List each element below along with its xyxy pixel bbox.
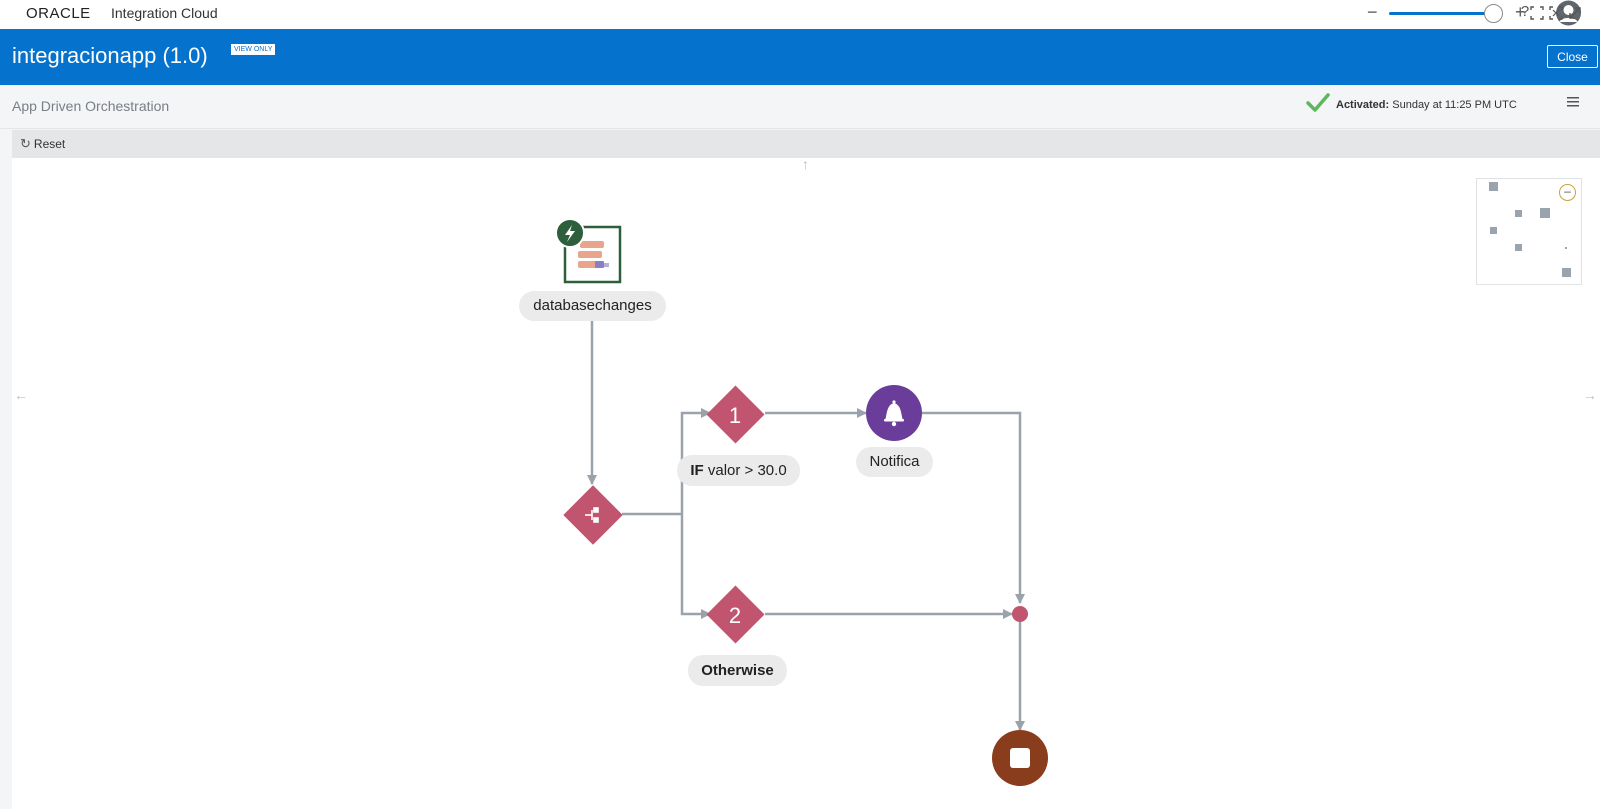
help-icon[interactable]: ? <box>1520 3 1530 20</box>
pan-left-arrow[interactable]: ← <box>14 387 28 403</box>
minimap-node <box>1515 244 1522 251</box>
minimap-node <box>1565 247 1567 249</box>
end-node[interactable] <box>992 730 1048 786</box>
minimap-node <box>1490 227 1497 234</box>
minimap[interactable]: – <box>1476 178 1582 285</box>
minimap-node <box>1515 210 1522 217</box>
product-name: Integration Cloud <box>111 5 218 21</box>
branch-2-otherwise-label[interactable]: Otherwise <box>688 655 787 686</box>
stop-icon <box>1010 748 1030 768</box>
connectors <box>587 316 1025 731</box>
minimap-node <box>1562 268 1571 277</box>
status-value: Sunday at 11:25 PM UTC <box>1392 99 1517 111</box>
sub-header: App Driven Orchestration Activated: Sund… <box>0 85 1600 129</box>
view-only-badge: VIEW ONLY <box>231 44 276 55</box>
connector-to-branch2 <box>680 514 711 619</box>
branch-2-number: 2 <box>729 603 741 628</box>
zoom-in-button[interactable]: + <box>1515 2 1526 22</box>
menu-icon[interactable] <box>1565 95 1581 109</box>
pan-up-arrow[interactable]: ↑ <box>802 156 809 172</box>
switch-node[interactable] <box>563 485 623 545</box>
condition-keyword: IF <box>690 462 704 479</box>
zoom-slider-handle[interactable] <box>1483 4 1503 23</box>
reset-icon: ↻ <box>20 136 31 151</box>
activation-status: Activated: Sunday at 11:25 PM UTC <box>1336 99 1517 111</box>
trigger-node[interactable] <box>555 218 622 284</box>
switch-icon <box>585 507 599 523</box>
fit-to-screen-icon[interactable] <box>1530 6 1544 20</box>
lightning-icon <box>565 225 575 242</box>
branch-2-node[interactable] <box>706 585 765 644</box>
database-adapter-icon <box>578 241 609 268</box>
integration-pattern: App Driven Orchestration <box>12 98 170 114</box>
minimap-node <box>1489 182 1498 191</box>
minimap-node <box>1540 208 1550 218</box>
trigger-label[interactable]: databasechanges <box>519 291 666 321</box>
integration-title: integracionapp (1.0) <box>12 43 208 68</box>
reset-label: Reset <box>33 137 66 151</box>
minimap-collapse-icon[interactable]: – <box>1559 184 1576 201</box>
pan-right-arrow[interactable]: → <box>1583 387 1597 403</box>
zoom-to-selection-icon[interactable] <box>1549 6 1563 20</box>
branch-1-number: 1 <box>729 403 741 428</box>
notification-label[interactable]: Notifica <box>856 447 933 477</box>
check-icon <box>1306 93 1330 112</box>
zoom-out-button[interactable]: − <box>1367 2 1378 22</box>
close-button[interactable]: Close <box>1547 45 1598 68</box>
zoom-slider-track[interactable] <box>1389 12 1499 15</box>
branch-1-condition-label[interactable]: IF valor > 30.0 <box>677 455 800 486</box>
orchestration-canvas[interactable] <box>12 158 1600 809</box>
reset-button[interactable]: ↻ Reset <box>20 136 65 152</box>
oracle-logo: ORACLE <box>26 5 91 22</box>
bell-icon <box>884 400 904 427</box>
connector-notify-merge <box>922 411 1025 604</box>
canvas-toolbar: ↻ Reset <box>12 130 1600 158</box>
merge-node <box>1012 606 1028 622</box>
title-bar: integracionapp (1.0) VIEW ONLY Close <box>0 29 1600 85</box>
notification-node[interactable] <box>866 385 922 441</box>
condition-expression: valor > 30.0 <box>703 462 787 479</box>
branch-1-node[interactable] <box>706 385 765 444</box>
status-label: Activated: <box>1336 99 1390 111</box>
brand-bar: ORACLE Integration Cloud ? <box>0 0 1600 29</box>
expand-icon[interactable] <box>1568 6 1582 20</box>
